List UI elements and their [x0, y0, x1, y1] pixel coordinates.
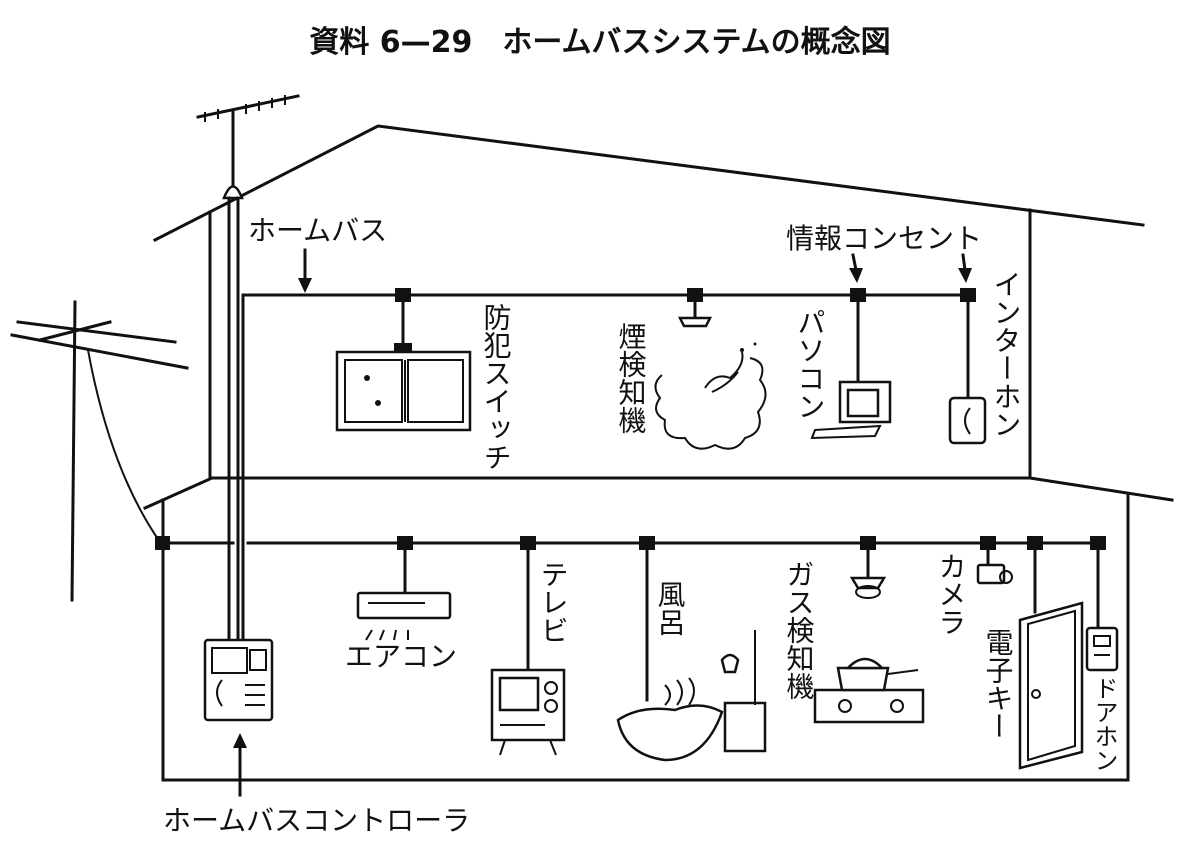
label-smoke-detector: 煙検知機	[615, 322, 648, 434]
mid-eave	[143, 476, 1174, 510]
door-phone-icon	[1085, 626, 1119, 672]
gas-stove-icon	[813, 657, 925, 724]
label-intercom: インターホン	[990, 270, 1023, 438]
info-outlet-arrow-1	[849, 253, 863, 283]
gas-detector-icon	[849, 576, 887, 599]
aircon-icon	[356, 591, 452, 641]
utility-pole	[10, 300, 189, 602]
label-controller: ホームバスコントローラ	[163, 804, 470, 837]
label-camera: カメラ	[935, 552, 968, 636]
label-pc: パソコン	[794, 308, 827, 420]
info-outlets	[155, 288, 1106, 550]
controller-arrow	[233, 733, 247, 797]
door-e-key-icon	[1018, 601, 1084, 770]
label-aircon: エアコン	[345, 640, 457, 673]
label-tv: テレビ	[537, 560, 570, 644]
bath-icon	[616, 630, 767, 762]
info-outlet-arrow-2	[958, 253, 972, 283]
label-bath: 風呂	[654, 580, 687, 636]
label-info-outlet: 情報コンセント	[786, 222, 982, 255]
label-e-key: 電子キー	[982, 628, 1015, 740]
tv-icon	[490, 668, 566, 756]
label-door-phone: ドアホン	[1090, 676, 1118, 772]
window-security-switch	[335, 343, 472, 432]
camera-icon	[976, 563, 1013, 585]
label-gas-detector: ガス検知機	[783, 560, 816, 700]
label-home-bus: ホームバス	[248, 214, 387, 247]
home-bus-controller-icon	[203, 638, 274, 722]
smoke-detector	[654, 316, 767, 450]
tv-antenna	[196, 94, 300, 200]
home-bus-arrow	[298, 248, 312, 293]
intercom-icon	[948, 396, 987, 445]
pc-icon	[810, 380, 892, 440]
label-security-switch: 防犯スイッチ	[480, 303, 513, 471]
diagram-title: 資料 6—29 ホームバスシステムの概念図	[309, 25, 890, 60]
